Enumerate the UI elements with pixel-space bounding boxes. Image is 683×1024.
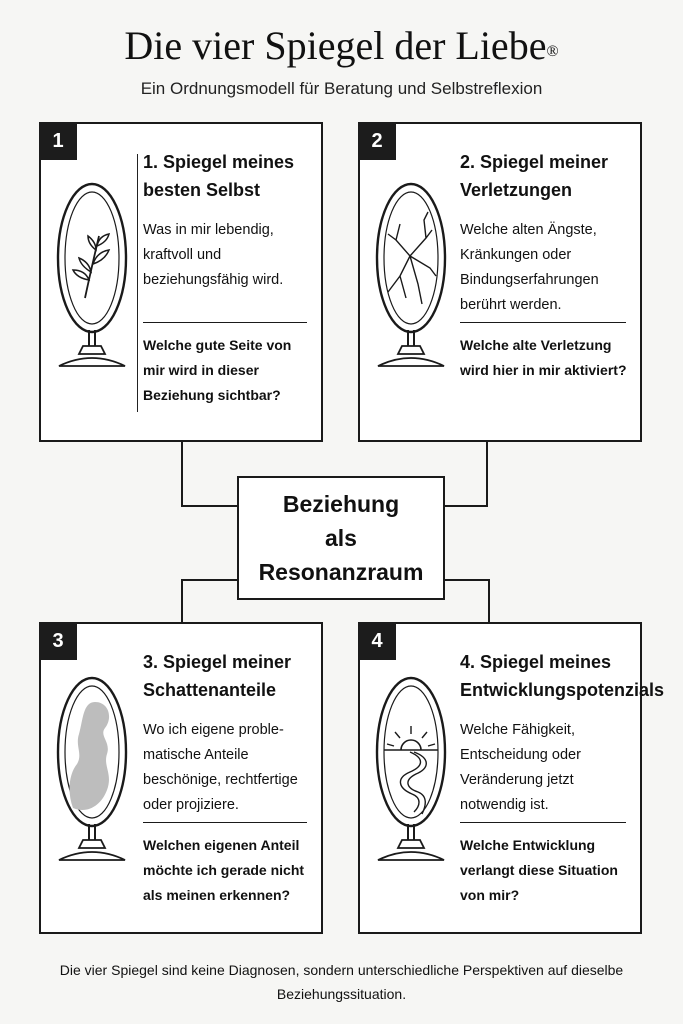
footer-note: Die vier Spiegel sind keine Diagnosen, s…	[59, 962, 624, 1002]
mirror-sunrise-path-icon	[375, 676, 447, 861]
card-heading: 2. Spiegel meiner Verletzungen	[460, 152, 609, 200]
card-question: Welche gute Seite von mir wird in dieser…	[143, 337, 292, 403]
card-injuries: 2 2. Spiegel meiner Verletzungen Welche …	[358, 122, 642, 442]
page-title: Die vier Spiegel der Liebe®	[124, 23, 559, 68]
card-question: Welchen eigenen Anteil möchte ich gerade…	[143, 837, 305, 903]
divider-line	[460, 822, 626, 823]
mirror-cracked-icon	[375, 182, 447, 367]
card-question: Welche alte Verletzung wird hier in mir …	[460, 337, 627, 378]
card-number: 2	[358, 122, 396, 160]
card-question: Welche Entwicklung verlangt diese Situat…	[460, 837, 618, 903]
card-potential: 4 4. Spiegel meines Entwicklungspotenzia…	[358, 622, 665, 934]
card-description: Wo ich eigene proble-matische Anteile be…	[143, 722, 298, 813]
card-description: Welche Fähigkeit, Entscheidung oder Verä…	[460, 722, 581, 813]
registered-mark: ®	[546, 43, 559, 60]
card-best-self: 1 1. Spiegel meines besten Selbst Was in…	[39, 122, 323, 442]
divider-line	[460, 322, 626, 323]
card-heading: 3. Spiegel meiner Schattenanteile	[143, 652, 292, 700]
divider-line	[143, 822, 307, 823]
card-number: 4	[358, 622, 396, 660]
card-shadow: 3 3. Spiegel meiner Schattenanteile Wo i…	[39, 622, 323, 934]
card-description: Welche alten Ängste, Kränkungen oder Bin…	[460, 222, 599, 313]
card-heading: 1. Spiegel meines besten Selbst	[143, 152, 295, 200]
divider-line	[143, 322, 307, 323]
mirror-plant-icon	[56, 182, 128, 367]
mirror-shadow-icon	[56, 676, 128, 861]
center-label: Beziehung als Resonanzraum	[258, 491, 424, 585]
card-number: 1	[39, 122, 77, 160]
card-number: 3	[39, 622, 77, 660]
card-description: Was in mir lebendig, kraftvoll und bezie…	[143, 222, 284, 288]
page-subtitle: Ein Ordnungsmodell für Beratung und Selb…	[140, 79, 543, 98]
card-heading: 4. Spiegel meines Entwicklungspotenzials	[460, 652, 665, 700]
center-box: Beziehung als Resonanzraum	[237, 476, 445, 600]
divider-vertical	[137, 154, 138, 412]
